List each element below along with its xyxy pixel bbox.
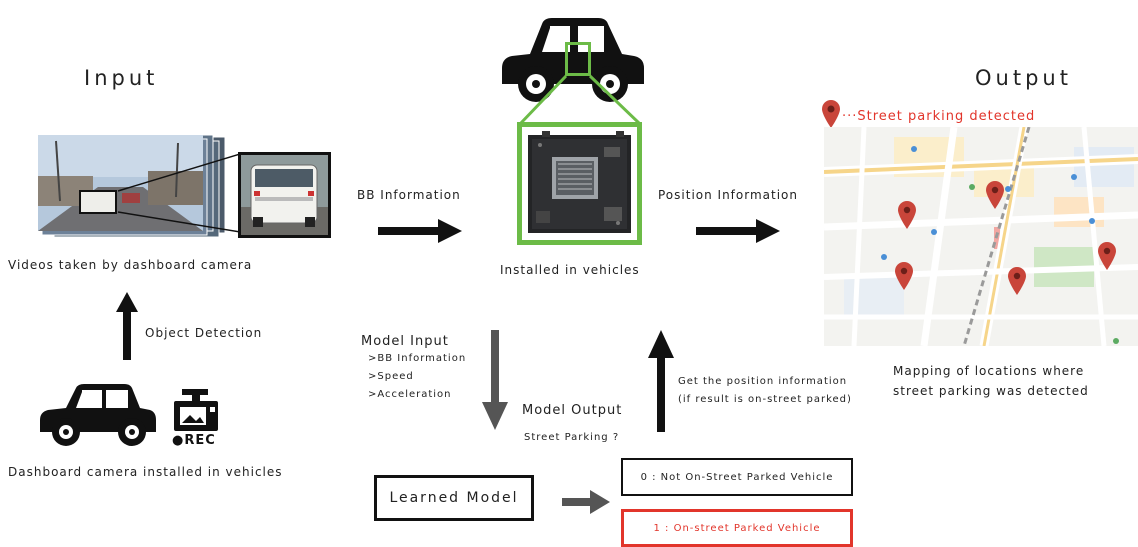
video-frames-stack xyxy=(38,131,238,239)
get-position-arrow xyxy=(648,330,674,432)
rec-label: ●REC xyxy=(172,433,216,448)
bb-information-label: BB Information xyxy=(357,188,461,202)
model-input-item-speed: >Speed xyxy=(368,371,414,382)
installed-caption: Installed in vehicles xyxy=(500,263,640,277)
model-input-title: Model Input xyxy=(361,334,449,349)
mapping-line1: Mapping of locations where xyxy=(893,364,1085,378)
map-drawing xyxy=(824,127,1138,346)
model-output-title: Model Output xyxy=(522,403,623,418)
edge-device-box xyxy=(517,122,642,245)
result-0-box: 0 : Not On-Street Parked Vehicle xyxy=(621,458,853,496)
get-position-line1: Get the position information xyxy=(678,376,848,387)
parking-pins xyxy=(895,181,1116,295)
object-detection-arrow xyxy=(116,292,138,360)
object-detection-label: Object Detection xyxy=(145,326,263,340)
device-zoom-lines xyxy=(518,74,642,126)
position-information-label: Position Information xyxy=(658,188,798,202)
learned-model-label: Learned Model xyxy=(389,490,519,506)
mapping-line2: street parking was detected xyxy=(893,384,1089,398)
model-input-item-bb: >BB Information xyxy=(368,353,467,364)
result-1-label: 1 : On-street Parked Vehicle xyxy=(653,522,821,534)
learned-model-box: Learned Model xyxy=(374,475,534,521)
result-1-box: 1 : On-street Parked Vehicle xyxy=(621,509,853,547)
output-heading: Output xyxy=(975,66,1072,90)
zoom-lines xyxy=(117,153,238,233)
zoomed-van-image xyxy=(238,152,331,238)
car-icon xyxy=(40,384,156,446)
edge-device-board-image xyxy=(528,131,631,233)
input-heading: Input xyxy=(84,66,159,90)
position-information-arrow xyxy=(696,219,780,243)
legend-label: ···Street parking detected xyxy=(842,109,1036,124)
vehicle-car-icon xyxy=(502,18,644,102)
get-position-line2: (if result is on-street parked) xyxy=(678,394,852,405)
video-caption: Videos taken by dashboard camera xyxy=(8,258,253,272)
result-0-label: 0 : Not On-Street Parked Vehicle xyxy=(640,471,834,483)
device-highlight-box xyxy=(565,42,591,76)
video-frames-image xyxy=(38,134,226,238)
learned-model-arrow xyxy=(562,490,610,514)
model-input-item-acceleration: >Acceleration xyxy=(368,389,452,400)
legend-pin-icon xyxy=(822,100,840,128)
dashcam-icon xyxy=(174,389,218,431)
map-image xyxy=(824,127,1138,346)
model-output-sub: Street Parking ? xyxy=(524,432,620,443)
bb-information-arrow xyxy=(378,219,462,243)
camera-caption: Dashboard camera installed in vehicles xyxy=(8,465,283,479)
model-input-arrow xyxy=(482,330,508,430)
